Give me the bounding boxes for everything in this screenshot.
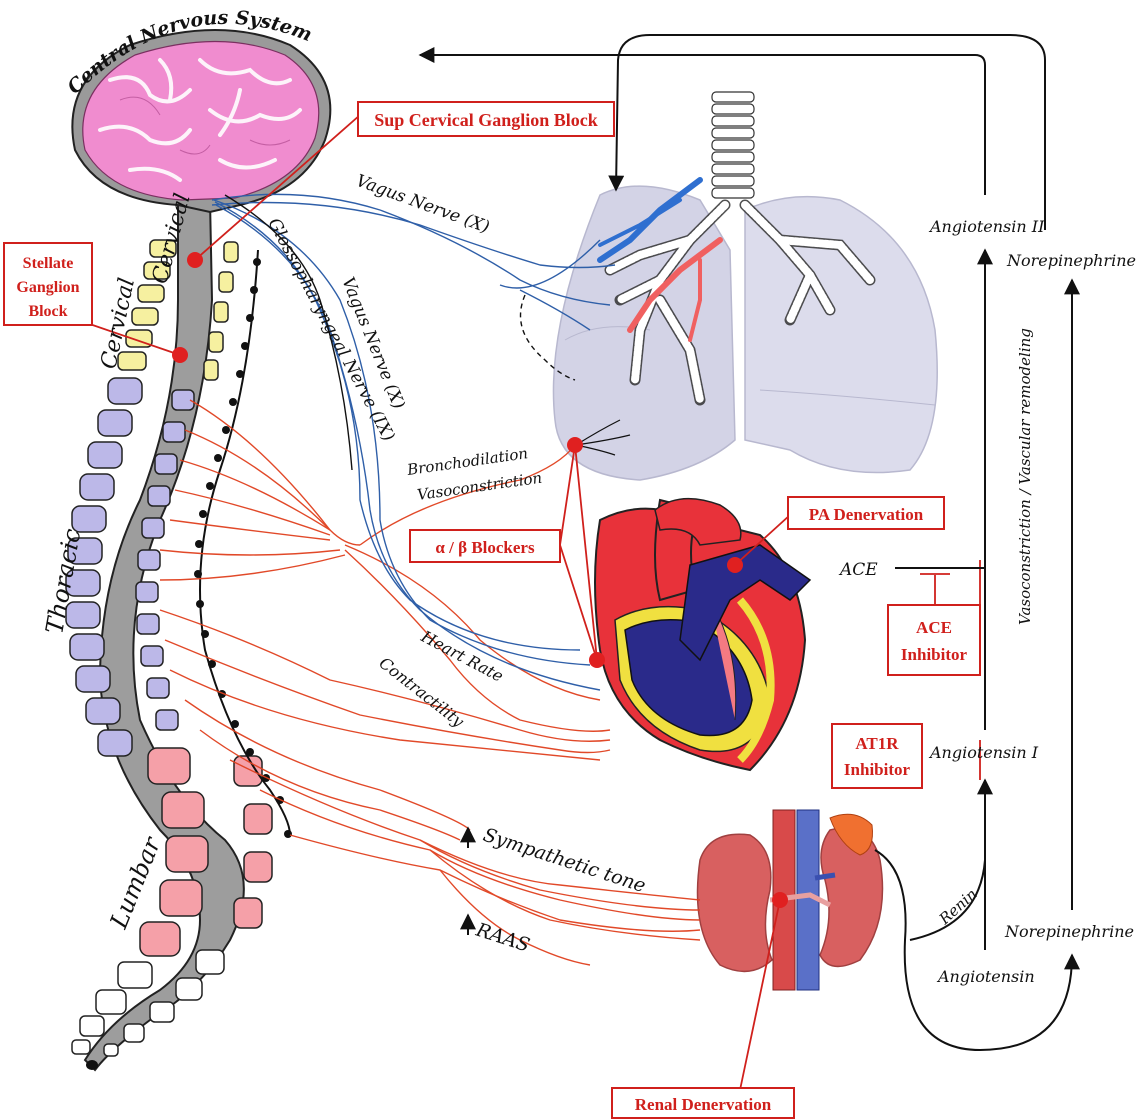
ace-label: ACE <box>838 560 878 580</box>
norepinephrine-bottom-label: Norepinephrine <box>1004 922 1134 941</box>
angiotensin-2-label: Angiotensin II <box>928 217 1045 236</box>
renal-denervation-label: Renal Denervation <box>635 1095 772 1114</box>
stellate-label-line3: Block <box>28 303 67 320</box>
vasoconstriction-remodeling-label: Vasoconstriction / Vascular remodeling <box>1016 328 1034 625</box>
at1r-inhibitor-label-line1: AT1R <box>855 734 899 753</box>
raas-label: RAAS <box>473 919 533 957</box>
sup-cervical-ganglion-block-box: Sup Cervical Ganglion Block <box>357 101 615 137</box>
stellate-ganglion-block-box: Stellate Ganglion Block <box>3 242 93 326</box>
alpha-beta-blockers-label: α / β Blockers <box>435 538 535 557</box>
alpha-beta-blockers-box: α / β Blockers <box>409 529 561 563</box>
ace-inhibitor-label-line2: Inhibitor <box>901 645 968 664</box>
pa-denervation-label: PA Denervation <box>809 505 924 524</box>
lumbar-label: Lumbar <box>104 832 167 933</box>
brain-icon <box>71 29 332 214</box>
angiotensin-label: Angiotensin <box>936 967 1035 986</box>
ace-inhibitor-box: ACE Inhibitor <box>887 604 981 676</box>
at1r-inhibitor-box: AT1R Inhibitor <box>831 723 923 789</box>
norepinephrine-top-label: Norepinephrine <box>1006 251 1136 270</box>
lungs-icon <box>552 91 938 481</box>
renin-label: Renin <box>935 885 981 929</box>
renal-denervation-box: Renal Denervation <box>611 1087 795 1119</box>
heart-icon <box>594 497 812 772</box>
kidneys-icon <box>696 809 884 991</box>
ace-inhibitor-label-line1: ACE <box>916 618 952 637</box>
spine-icon <box>65 199 292 1072</box>
stellate-label-line1: Stellate <box>23 255 74 272</box>
sup-cervical-ganglion-block-label: Sup Cervical Ganglion Block <box>374 110 598 130</box>
at1r-inhibitor-label-line2: Inhibitor <box>844 760 911 779</box>
stellate-label-line2: Ganglion <box>16 279 79 296</box>
pa-denervation-box: PA Denervation <box>787 496 945 530</box>
angiotensin-1-label: Angiotensin I <box>928 743 1039 762</box>
